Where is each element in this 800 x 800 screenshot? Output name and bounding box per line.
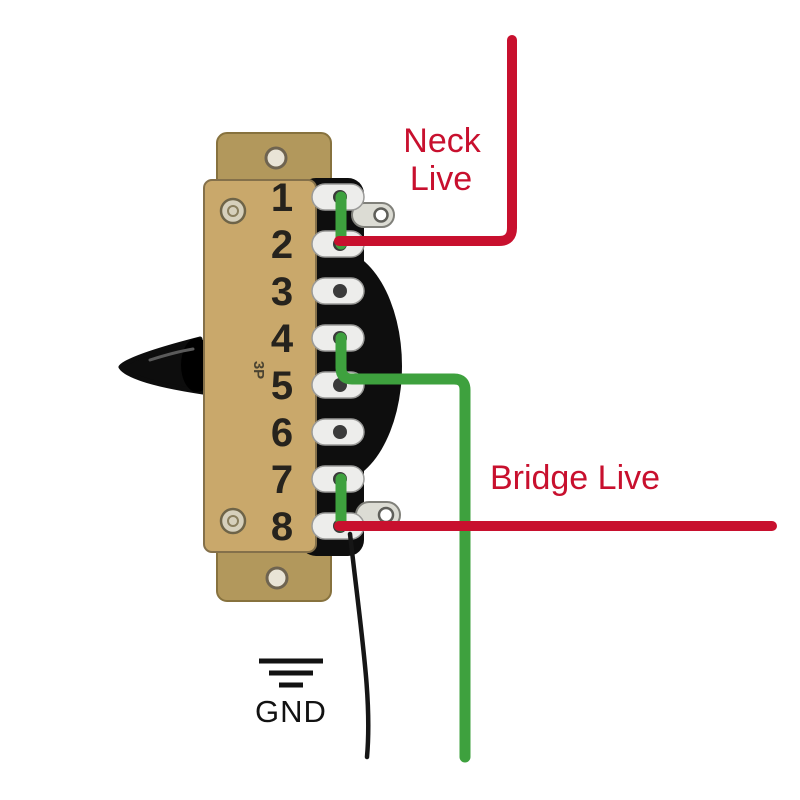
front-screw-bottom: [219, 507, 247, 535]
lever-highlight: [148, 347, 195, 362]
terminal-lug-6-hole: [333, 425, 347, 439]
screw-hole-bottom: [265, 566, 289, 590]
terminal-number-7: 7: [271, 458, 293, 502]
front-screw-bottom-ring: [227, 515, 239, 527]
ground-wire: [347, 531, 371, 760]
front-screw-top: [219, 197, 247, 225]
switch-lever: [118, 336, 213, 395]
green-wire-terminal-4-to-bottom: [335, 332, 471, 763]
neck-live-label-line2: Live: [410, 160, 472, 198]
mounting-tab-bottom-hole: [377, 506, 395, 524]
screw-hole-top: [264, 146, 288, 170]
terminal-number-1: 1: [271, 176, 293, 220]
switch-front-plate: 3P: [203, 179, 317, 553]
neck-live-wire: [334, 35, 517, 246]
terminal-number-5: 5: [271, 364, 293, 408]
terminal-number-4: 4: [271, 317, 294, 361]
red-wires: [334, 35, 777, 531]
mounting-tab-top-hole: [373, 207, 389, 223]
ground-symbol-icon: [259, 658, 323, 688]
neck-live-label-line1: Neck: [403, 122, 481, 160]
terminal-lug-3-hole: [333, 284, 347, 298]
front-plate-shape: [203, 179, 317, 553]
front-screw-top-ring: [227, 205, 239, 217]
mounting-tab-top: [351, 202, 395, 228]
switch-marking-3p: 3P: [250, 361, 267, 379]
terminal-number-8: 8: [271, 505, 293, 549]
gnd-label: GND: [255, 694, 327, 729]
terminal-number-3: 3: [271, 270, 293, 314]
bridge-live-label: Bridge Live: [490, 459, 660, 497]
terminal-number-6: 6: [271, 411, 293, 455]
terminal-numbers: 1 2 3 4 5 6 7 8: [271, 176, 294, 549]
terminal-number-2: 2: [271, 223, 293, 267]
